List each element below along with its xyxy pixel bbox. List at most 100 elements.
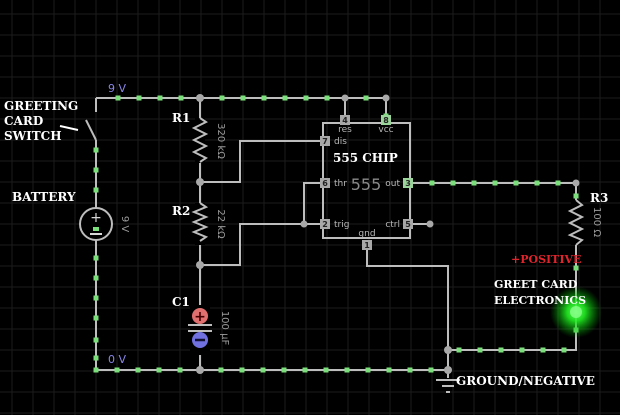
c1-value: 100 µF — [219, 311, 230, 346]
current-dot — [519, 347, 525, 353]
current-dot — [93, 295, 99, 301]
chip-annotation: 555 CHIP — [333, 151, 398, 165]
current-dot — [344, 367, 350, 373]
current-dot — [429, 180, 435, 186]
battery[interactable]: + 9 V — [79, 207, 130, 241]
junction — [196, 178, 204, 186]
electronics-annotation: GREET CARD ELECTRONICS — [494, 278, 586, 307]
pin-box — [320, 219, 330, 229]
capacitor-c1[interactable]: + — [188, 305, 212, 355]
c1-ref: C1 — [172, 295, 190, 309]
switch-annotation: GREETING CARD SWITCH — [4, 99, 78, 143]
current-dot — [386, 367, 392, 373]
current-dot — [363, 95, 369, 101]
switch-label-line: SWITCH — [4, 129, 62, 143]
junction — [300, 220, 308, 228]
pin-label: gnd — [358, 229, 375, 239]
current-dot — [93, 255, 99, 261]
current-dot — [261, 95, 267, 101]
chip-pin-out[interactable]: 3 out — [385, 178, 413, 189]
current-dot — [302, 367, 308, 373]
r2-value: 22 kΩ — [215, 209, 226, 239]
current-dot — [135, 367, 141, 373]
wire-out — [410, 182, 577, 200]
resistor-r3[interactable] — [567, 199, 585, 246]
pin-number: 8 — [383, 116, 389, 125]
current-dot — [156, 367, 162, 373]
pin-box — [403, 178, 413, 188]
pin-number: 5 — [405, 220, 411, 229]
pin-box — [320, 136, 330, 146]
pin-label: out — [385, 179, 400, 189]
r1-ref: R1 — [172, 111, 190, 125]
wire-gnd — [366, 245, 449, 370]
junction — [572, 179, 580, 187]
resistor-r1[interactable] — [191, 117, 209, 163]
battery-value: 9 V — [119, 216, 130, 233]
current-dot — [93, 355, 99, 361]
pin-number: 4 — [342, 116, 348, 125]
current-dot — [561, 347, 567, 353]
current-dot — [219, 95, 225, 101]
current-dot — [260, 367, 266, 373]
led[interactable] — [550, 286, 602, 338]
plus-icon: + — [90, 210, 102, 226]
wire-r3-led — [448, 245, 577, 351]
pin-box — [403, 219, 413, 229]
greeting-card-switch[interactable] — [59, 108, 97, 141]
current-dot — [93, 337, 99, 343]
pin-number: 3 — [405, 179, 411, 188]
current-dot — [573, 265, 579, 271]
electronics-label-line: ELECTRONICS — [494, 294, 586, 307]
current-dot — [93, 275, 99, 281]
current-dot — [239, 367, 245, 373]
current-dot — [115, 95, 121, 101]
current-dot — [573, 193, 579, 199]
current-dot — [471, 180, 477, 186]
junction — [444, 366, 452, 374]
current-dot — [178, 95, 184, 101]
junction — [196, 94, 204, 102]
current-dot — [534, 180, 540, 186]
chip-pin-ctrl[interactable]: 5 ctrl — [385, 219, 413, 230]
pin-number: 1 — [364, 241, 370, 250]
current-dot — [93, 147, 99, 153]
current-dot — [365, 367, 371, 373]
current-dot — [93, 367, 99, 373]
bottom-rail-voltage: 0 V — [108, 353, 126, 366]
battery-terminal — [93, 227, 99, 231]
current-dot — [303, 95, 309, 101]
top-rail-voltage: 9 V — [108, 82, 126, 95]
wire-dis — [200, 140, 323, 183]
current-dot — [323, 367, 329, 373]
r3-ref: R3 — [590, 191, 608, 205]
chip-pin-gnd[interactable]: 1 gnd — [358, 229, 376, 250]
switch-label-line: CARD — [4, 114, 43, 128]
wire-thr-link — [303, 182, 323, 224]
pin-number: 7 — [322, 137, 328, 146]
current-dot — [428, 367, 434, 373]
ground-icon — [436, 379, 460, 393]
wire-thr-trig — [200, 223, 323, 266]
current-dot — [450, 180, 456, 186]
pin-label: ctrl — [385, 220, 400, 230]
pin-number: 2 — [322, 220, 328, 229]
plus-icon: + — [194, 309, 206, 325]
pin-label: vcc — [378, 125, 393, 135]
pin-label: thr — [334, 179, 347, 189]
current-dot — [218, 367, 224, 373]
junction — [196, 366, 204, 374]
r1-value: 320 kΩ — [215, 123, 226, 159]
resistor-r2[interactable] — [191, 202, 209, 245]
junction — [196, 261, 204, 269]
current-dot — [93, 187, 99, 193]
current-dot — [324, 95, 330, 101]
current-dot — [93, 167, 99, 173]
